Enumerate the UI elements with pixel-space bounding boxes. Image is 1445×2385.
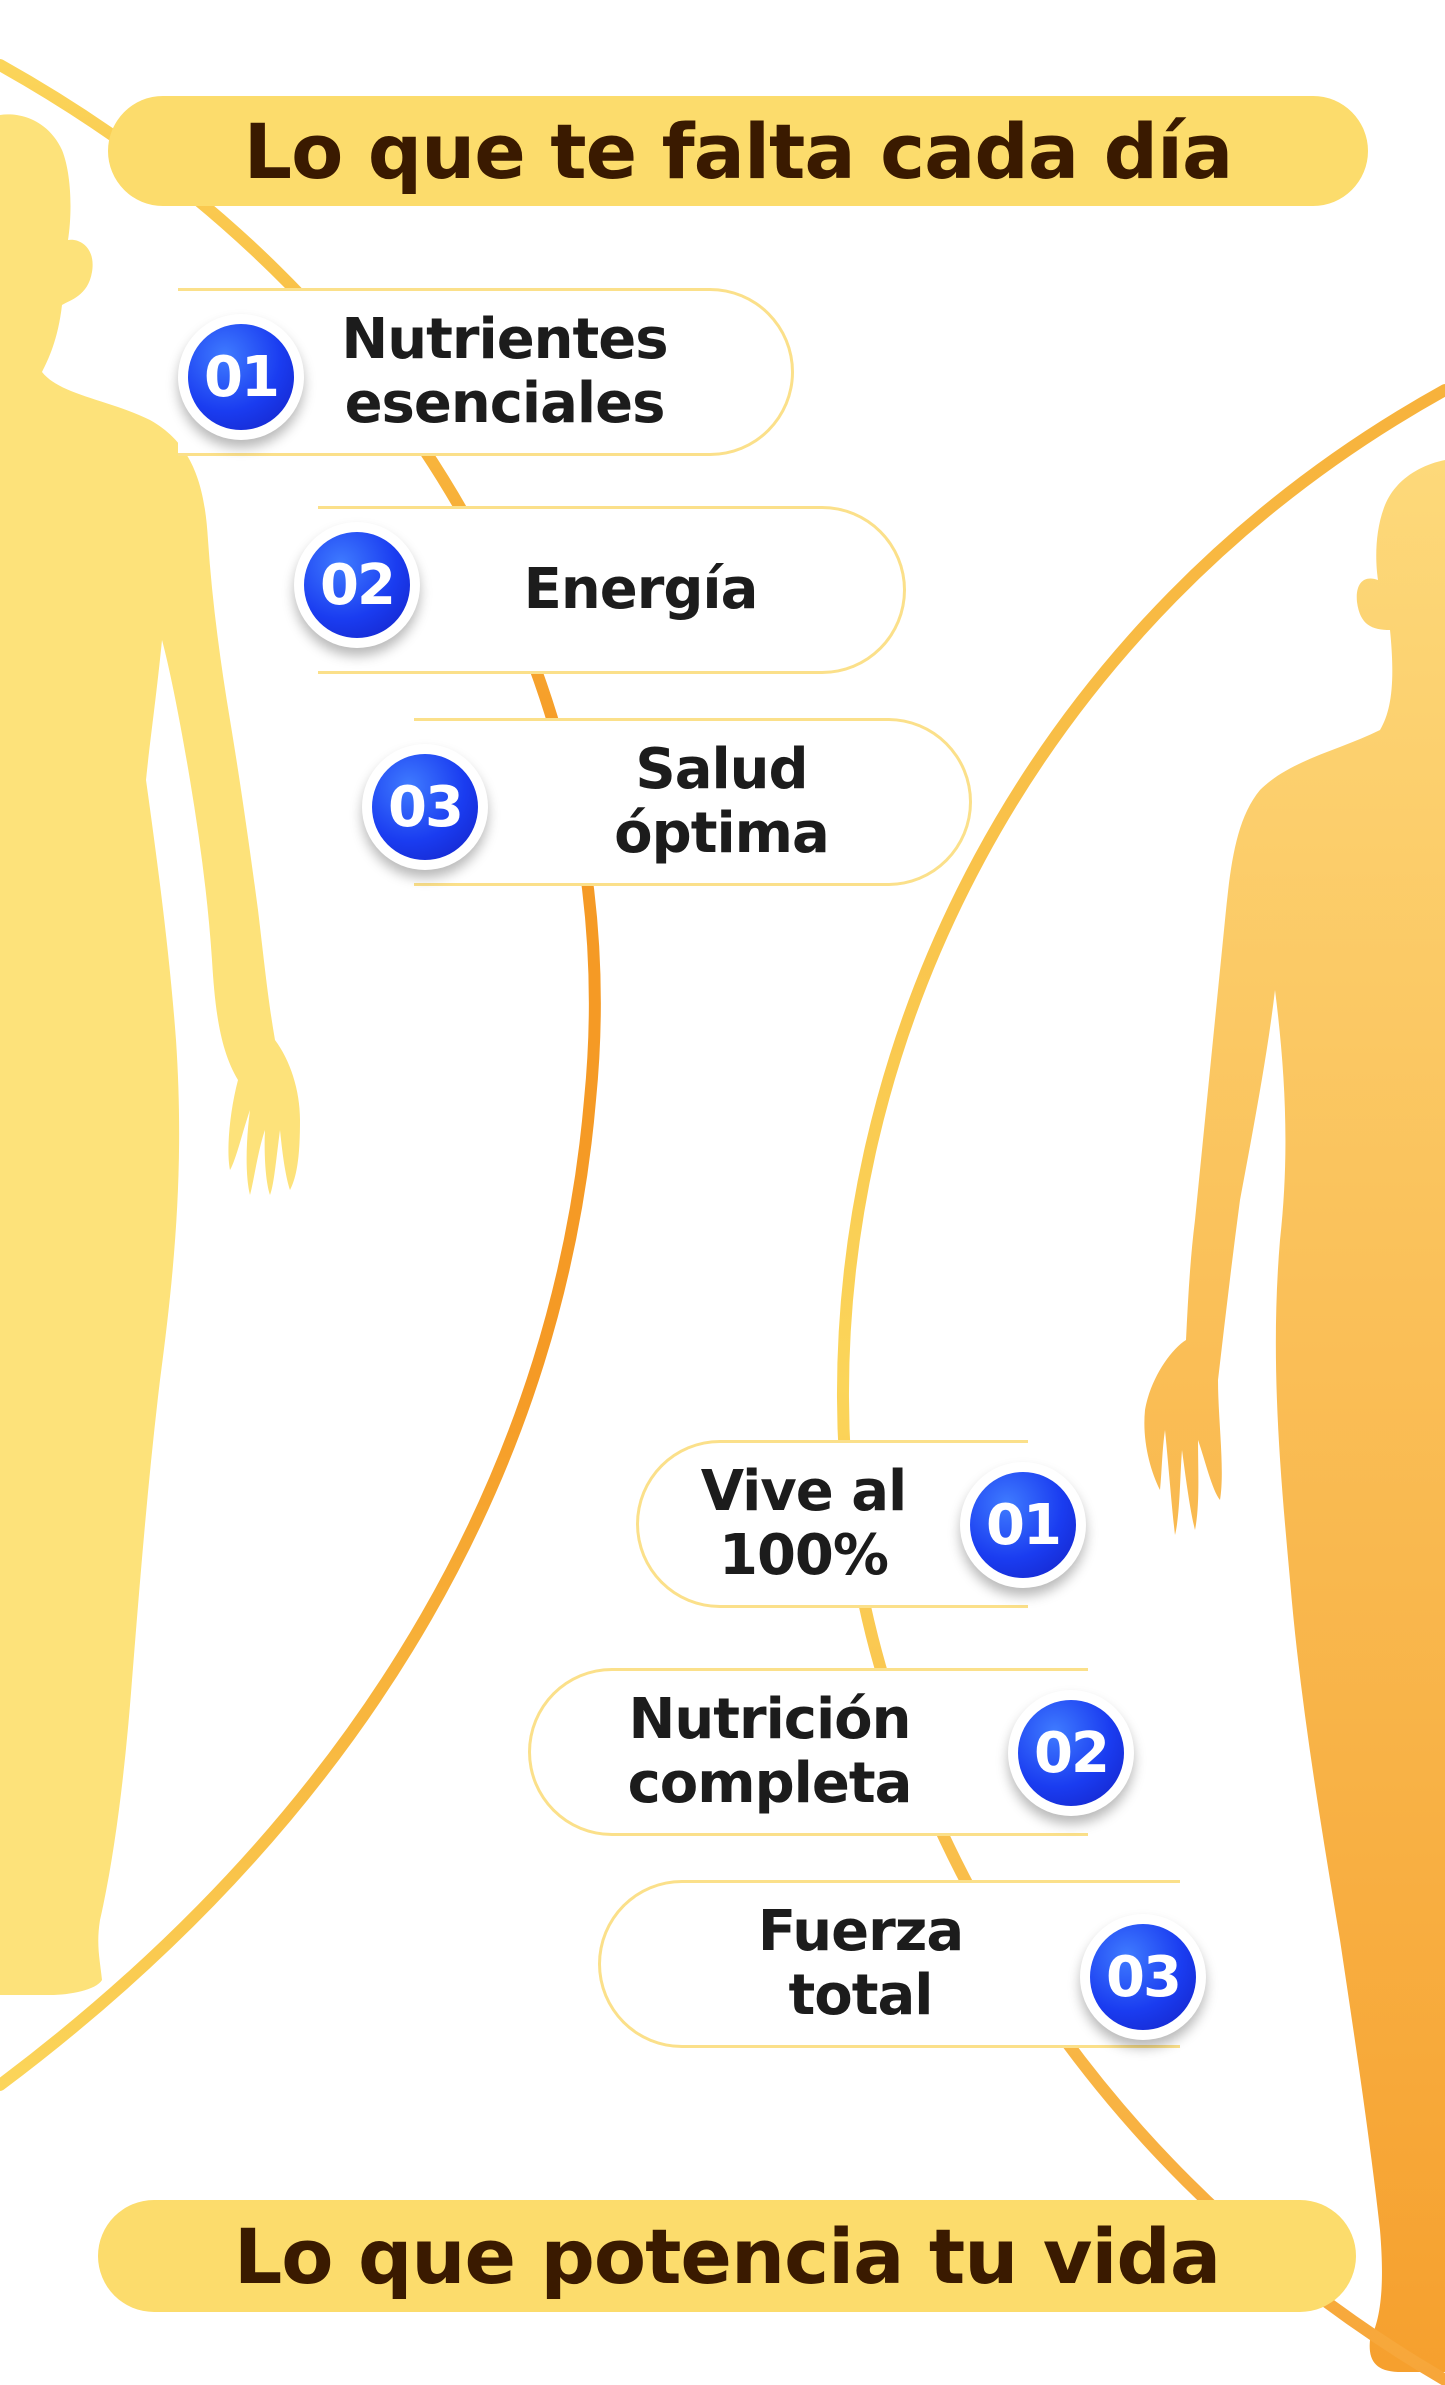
- bottom-item-2-badge: 02: [1008, 1690, 1134, 1816]
- bottom-item-1-badge: 01: [960, 1462, 1086, 1588]
- top-item-3-badge: 03: [362, 744, 488, 870]
- bottom-item-2-number: 02: [1018, 1700, 1124, 1806]
- top-title-banner: Lo que te falta cada día: [108, 96, 1368, 206]
- bottom-item-3-label: Fuerza total: [757, 1899, 964, 2028]
- bottom-item-2-label: Nutrición completa: [627, 1687, 913, 1816]
- bottom-item-1-number: 01: [970, 1472, 1076, 1578]
- bottom-title: Lo que potencia tu vida: [233, 2211, 1221, 2301]
- bottom-item-3-number: 03: [1090, 1924, 1196, 2030]
- left-silhouette: [0, 114, 300, 1995]
- bottom-item-2-pill: Nutrición completa: [528, 1668, 1088, 1836]
- top-item-3-label: Salud óptima: [614, 737, 830, 866]
- bottom-item-1-label: Vive al 100%: [700, 1459, 908, 1588]
- top-item-2-number: 02: [304, 532, 410, 638]
- top-item-3-pill: Salud óptima: [414, 718, 972, 886]
- top-item-1-badge: 01: [178, 314, 304, 440]
- top-item-1-label: Nutrientes esenciales: [341, 307, 668, 436]
- top-item-3-number: 03: [372, 754, 478, 860]
- top-item-2-label: Energía: [523, 557, 759, 622]
- bottom-title-banner: Lo que potencia tu vida: [98, 2200, 1356, 2312]
- right-silhouette: [1144, 460, 1445, 2372]
- top-item-1-number: 01: [188, 324, 294, 430]
- bottom-item-3-badge: 03: [1080, 1914, 1206, 2040]
- top-item-2-badge: 02: [294, 522, 420, 648]
- top-title: Lo que te falta cada día: [243, 106, 1234, 196]
